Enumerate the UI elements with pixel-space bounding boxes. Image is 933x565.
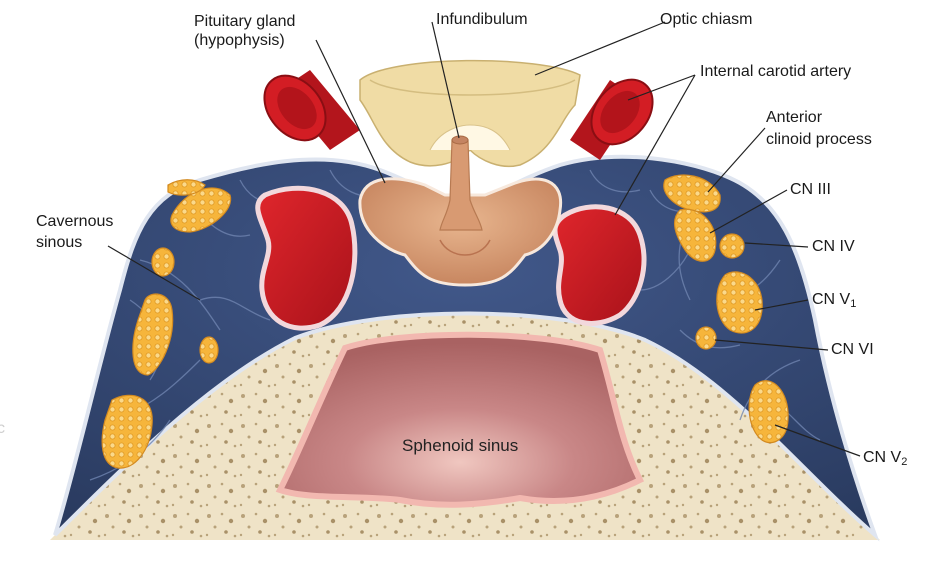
label-cn5-2-base: CN V	[863, 449, 901, 466]
left-carotid-section	[258, 188, 355, 328]
label-cn4: CN IV	[812, 237, 855, 256]
label-infundibulum: Infundibulum	[436, 10, 528, 29]
label-cavernous-line2: sinous	[36, 233, 82, 252]
label-cavernous-line1: Cavernous	[36, 212, 113, 231]
label-optic-chiasm: Optic chiasm	[660, 10, 752, 29]
label-cn5-1-base: CN V	[812, 291, 850, 308]
label-pituitary-line2: (hypophysis)	[194, 31, 285, 50]
label-cn5-2-sub: 2	[901, 456, 907, 468]
label-cn3: CN III	[790, 180, 831, 199]
edge-glyph: c	[0, 420, 5, 438]
label-pituitary-line1: Pituitary gland	[194, 12, 295, 31]
label-cn5-1: CN V1	[812, 290, 856, 314]
label-anterior-line1: Anterior	[766, 108, 822, 127]
right-carotid-section	[555, 207, 644, 324]
label-anterior-line2: clinoid process	[766, 130, 872, 149]
label-internal-carotid-artery: Internal carotid artery	[700, 62, 851, 81]
label-sphenoid-sinus: Sphenoid sinus	[402, 436, 518, 456]
label-cn5-2: CN V2	[863, 448, 907, 472]
label-cn5-1-sub: 1	[850, 298, 856, 310]
label-cn6: CN VI	[831, 340, 874, 359]
